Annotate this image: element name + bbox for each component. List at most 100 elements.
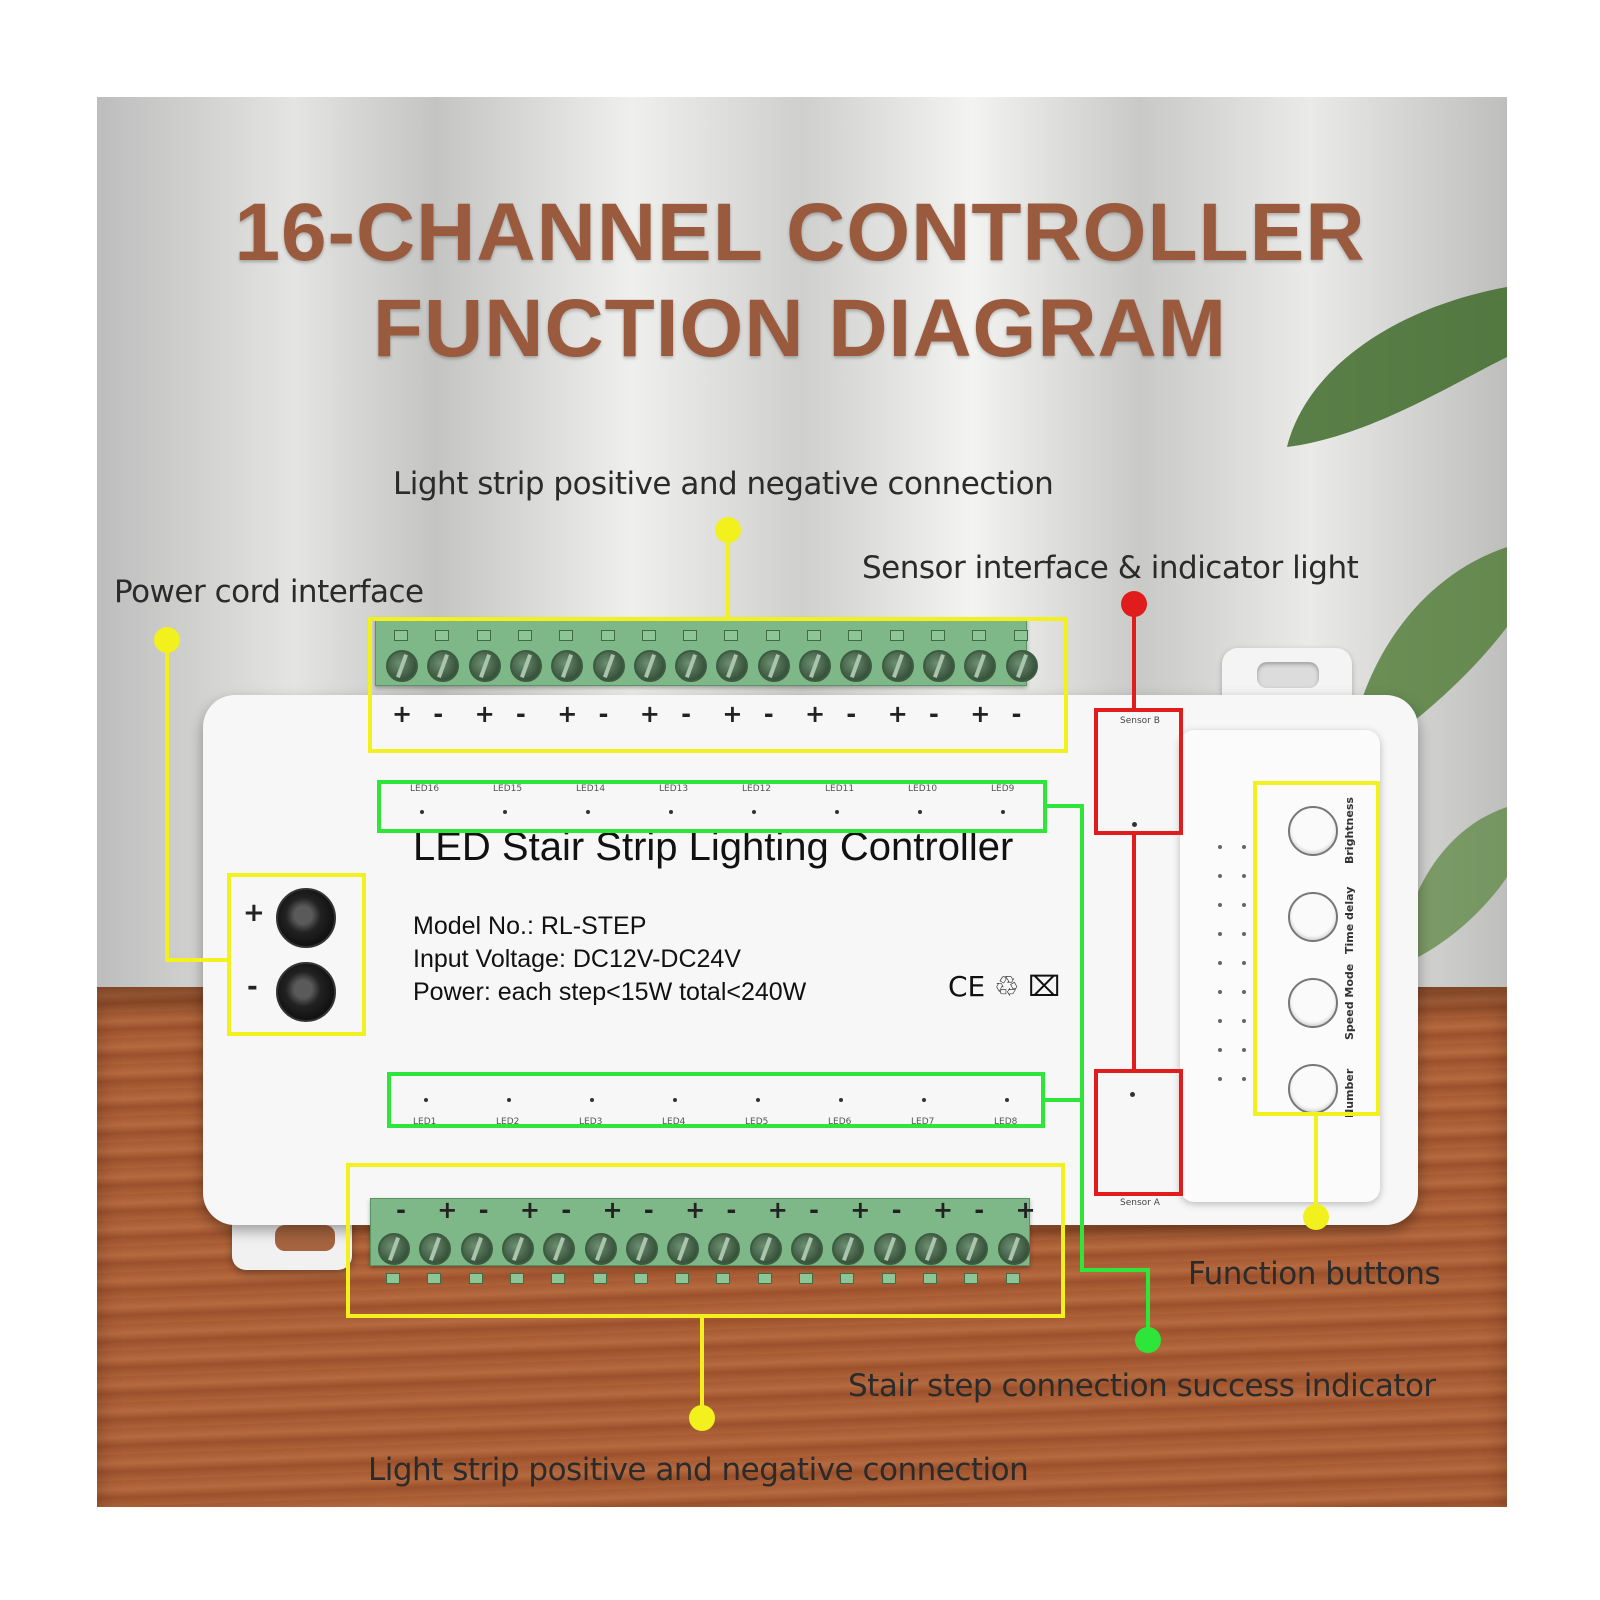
bottom-terminal-screw xyxy=(832,1233,865,1265)
bottom-terminal-tab xyxy=(757,1273,772,1284)
led-label-top: LED16 xyxy=(410,784,440,794)
vent-hole xyxy=(1242,1048,1246,1052)
vent-hole xyxy=(1218,1077,1222,1081)
bottom-terminal-screw xyxy=(873,1233,906,1265)
bottom-terminal-tab xyxy=(675,1273,690,1284)
top-polarity-mark: - xyxy=(681,700,692,728)
bottom-terminal-tab xyxy=(468,1273,483,1284)
bottom-polarity-mark: - xyxy=(809,1196,819,1224)
bottom-polarity-mark: - xyxy=(643,1196,654,1224)
top-terminal-screw xyxy=(633,650,666,682)
vent-hole xyxy=(1218,903,1222,907)
top-polarity-mark: - xyxy=(1011,700,1022,728)
vent-hole xyxy=(1218,1048,1222,1052)
led-indicator-top xyxy=(586,810,590,814)
top-terminal-tab xyxy=(476,630,491,641)
callout-power: Power cord interface xyxy=(114,574,424,610)
bottom-polarity-mark: - xyxy=(974,1196,985,1224)
top-polarity-mark: + xyxy=(805,700,826,728)
bottom-polarity-mark: - xyxy=(726,1196,737,1224)
bottom-polarity-mark: - xyxy=(478,1196,489,1224)
led-indicator-bottom xyxy=(424,1098,428,1102)
vent-hole xyxy=(1242,932,1246,936)
top-polarity-mark: + xyxy=(474,700,495,728)
bottom-terminal-screw xyxy=(667,1233,700,1265)
led-indicator-bottom xyxy=(922,1098,926,1102)
led-label-top: LED9 xyxy=(991,784,1015,794)
led-indicator-top xyxy=(503,810,507,814)
led-label-top: LED10 xyxy=(908,784,938,794)
led-label-top: LED12 xyxy=(742,784,772,794)
bottom-polarity-mark: + xyxy=(850,1196,871,1224)
top-terminal-screw xyxy=(386,650,418,682)
bottom-terminal-screw xyxy=(914,1233,947,1265)
speed-mode-button[interactable] xyxy=(1288,978,1338,1028)
title-line-1: 16-CHANNEL CONTROLLER xyxy=(234,187,1366,278)
input-voltage: Input Voltage: DC12V-DC24V xyxy=(413,945,741,973)
top-terminal-tab xyxy=(724,630,739,641)
vent-hole xyxy=(1218,990,1222,994)
bottom-terminal-tab xyxy=(386,1273,400,1284)
top-terminal-tab xyxy=(600,630,615,641)
bottom-terminal-tab xyxy=(922,1273,937,1284)
mounting-slot-left xyxy=(275,1225,335,1251)
top-terminal-tab xyxy=(394,630,408,641)
top-polarity-mark: + xyxy=(722,700,743,728)
top-polarity-mark: - xyxy=(515,700,526,728)
callout-top-terminals: Light strip positive and negative connec… xyxy=(393,466,1054,502)
bottom-terminal-screw xyxy=(791,1233,823,1265)
bottom-terminal-tab xyxy=(799,1273,813,1284)
sensor-a-label: Sensor A xyxy=(1120,1198,1160,1208)
top-terminal-tab xyxy=(641,630,656,641)
bottom-terminal-screw xyxy=(460,1233,493,1265)
led-indicator-top xyxy=(1001,810,1005,814)
bottom-terminal-highlight xyxy=(346,1163,1065,1318)
vent-hole xyxy=(1242,961,1246,965)
brightness-button[interactable] xyxy=(1288,806,1338,856)
bottom-terminal-tab xyxy=(881,1273,896,1284)
callout-bottom-terminals: Light strip positive and negative connec… xyxy=(368,1452,1029,1488)
power-jack-plus[interactable] xyxy=(276,888,336,948)
top-terminal-screw xyxy=(881,650,914,682)
callout-step-indicator: Stair step connection success indicator xyxy=(848,1368,1436,1404)
top-terminal-tab xyxy=(517,630,532,641)
top-terminal-screw xyxy=(716,650,749,682)
bottom-terminal-tab xyxy=(964,1273,979,1284)
led-label-bottom: LED3 xyxy=(579,1117,603,1127)
top-terminal-screw xyxy=(675,650,708,682)
bottom-terminal-screw xyxy=(543,1233,576,1265)
bottom-polarity-mark: + xyxy=(437,1196,458,1224)
led-label-top: LED15 xyxy=(493,784,523,794)
top-terminal-tab xyxy=(683,630,698,641)
jack-plus-label: + xyxy=(243,898,265,928)
jack-minus-label: - xyxy=(247,972,258,1002)
led-indicator-top xyxy=(752,810,756,814)
led-indicator-top xyxy=(918,810,922,814)
top-terminal-screw xyxy=(592,650,625,682)
mounting-slot-right xyxy=(1257,662,1319,688)
top-polarity-mark: - xyxy=(433,700,444,728)
led-label-bottom: LED1 xyxy=(413,1117,437,1127)
led-indicator-bottom xyxy=(590,1098,594,1102)
led-label-bottom: LED6 xyxy=(828,1117,852,1127)
bottom-polarity-mark: + xyxy=(685,1196,706,1224)
time-delay-button[interactable] xyxy=(1288,892,1338,942)
vent-hole xyxy=(1242,1077,1246,1081)
led-label-bottom: LED2 xyxy=(496,1117,520,1127)
bottom-terminal-tab xyxy=(840,1273,855,1284)
bottom-terminal-tab xyxy=(633,1273,648,1284)
bottom-polarity-mark: - xyxy=(891,1196,902,1224)
top-terminal-screw xyxy=(427,650,460,682)
bottom-terminal-screw xyxy=(419,1233,452,1265)
led-indicator-bottom xyxy=(839,1098,843,1102)
led-label-bottom: LED8 xyxy=(994,1117,1018,1127)
sensor-b-highlight xyxy=(1094,708,1183,835)
top-terminal-tab xyxy=(807,630,821,641)
bottom-terminal-screw xyxy=(625,1233,658,1265)
vent-hole xyxy=(1218,932,1222,936)
top-polarity-mark: + xyxy=(392,700,413,728)
power-jack-minus[interactable] xyxy=(276,962,336,1022)
vent-hole xyxy=(1218,874,1222,878)
led-indicator-top xyxy=(420,810,424,814)
bottom-terminal-tab xyxy=(592,1273,607,1284)
